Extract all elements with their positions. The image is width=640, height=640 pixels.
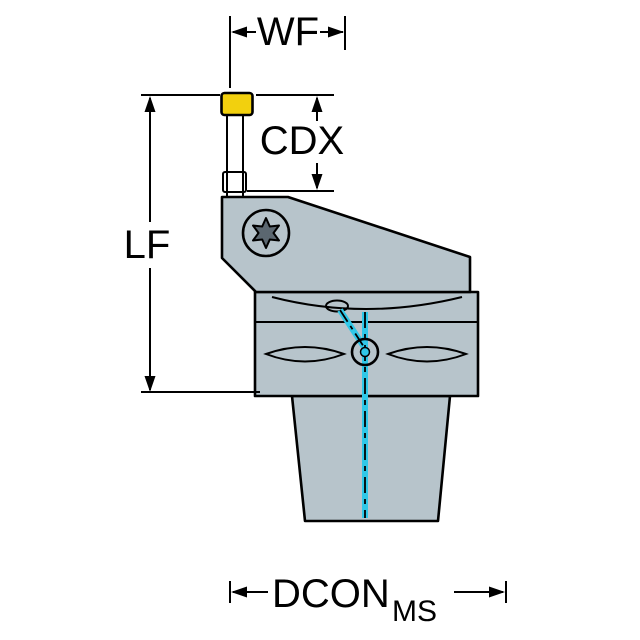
wf-arrow-left-icon xyxy=(231,26,247,38)
dcon-arrow-left-icon xyxy=(231,586,247,598)
cdx-label: CDX xyxy=(260,119,344,163)
clamp-screw-icon xyxy=(241,208,291,258)
lower-insert xyxy=(222,171,247,193)
coolant-inlet-center xyxy=(359,346,371,358)
wf-label: WF xyxy=(257,10,319,54)
left-oval-recess xyxy=(263,346,347,363)
lf-label: LF xyxy=(124,223,171,267)
shank-top-curve xyxy=(271,296,463,310)
wf-dimension: WF xyxy=(229,10,346,88)
cdx-dimension: CDX xyxy=(247,94,344,192)
tool-taper xyxy=(290,394,452,523)
dcon-subscript-label: MS xyxy=(392,595,437,628)
dconms-dimension: DCON MS xyxy=(229,572,507,628)
coolant-outlet xyxy=(325,299,349,313)
blade xyxy=(226,109,244,203)
cutting-insert xyxy=(220,91,254,117)
dcon-label: DCON xyxy=(272,572,390,616)
lf-arrow-up-icon xyxy=(144,96,156,112)
cdx-arrow-down-icon xyxy=(311,174,323,190)
right-oval-recess xyxy=(385,346,469,363)
wf-arrow-right-icon xyxy=(328,26,344,38)
cdx-arrow-up-icon xyxy=(311,96,323,112)
torx-star-icon xyxy=(252,217,280,249)
lf-dimension: LF xyxy=(124,94,260,393)
coolant-inlet-ring xyxy=(350,337,380,367)
dcon-arrow-right-icon xyxy=(489,586,505,598)
lf-arrow-down-icon xyxy=(144,376,156,392)
